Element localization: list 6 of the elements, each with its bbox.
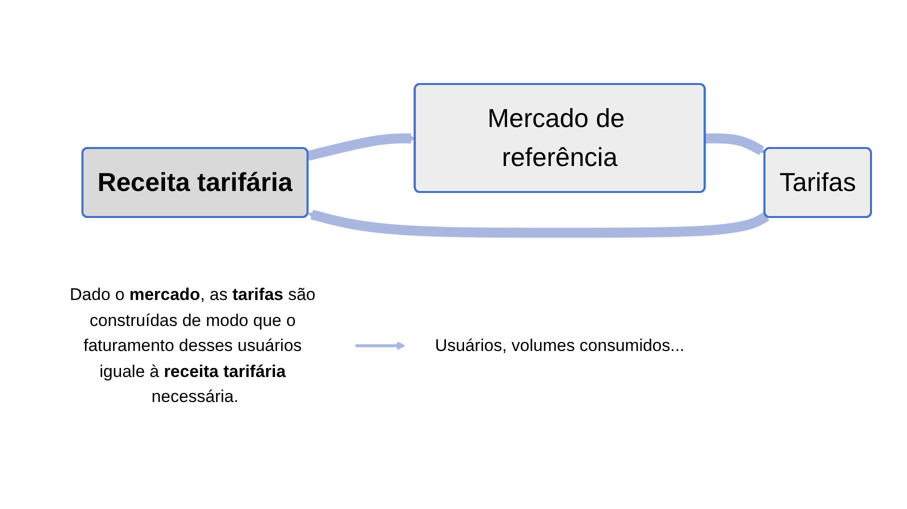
node-text: Usuários, volumes consumidos... [435,336,685,356]
arrow [308,210,770,238]
node-text: Dado o mercado, as tarifas são construídas de modo que o faturamento desses usuários iguale à receita tarifária necessária. [70,285,316,406]
arrow [355,342,406,350]
arrow [706,134,766,156]
arrow [307,134,416,162]
